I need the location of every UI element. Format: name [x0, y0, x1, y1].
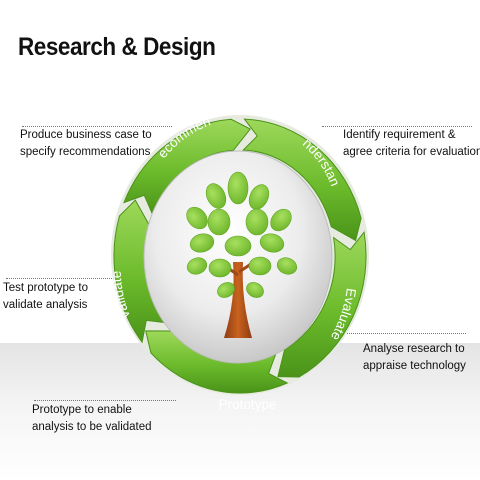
note-understand: Identify requirement & agree criteria fo…: [343, 127, 480, 161]
segment-label-recommend: Recommend: [0, 0, 213, 161]
note-prototype-line-1: Prototype to enable: [32, 404, 132, 416]
connector-prototype: [34, 400, 176, 401]
cycle-segments: [113, 118, 367, 394]
note-evaluate-line-2: appraise technology: [363, 360, 466, 372]
connector-validate: [6, 278, 118, 279]
note-validate: Test prototype to validate analysis: [3, 280, 88, 314]
connector-understand: [322, 126, 472, 127]
note-understand-line-2: agree criteria for evaluation: [343, 146, 480, 158]
page-title: Research & Design: [18, 33, 216, 61]
connector-recommend: [22, 126, 172, 127]
segment-understand: [242, 118, 362, 242]
note-recommend-line-1: Produce business case to: [20, 129, 152, 141]
tree-icon: [186, 171, 298, 338]
note-validate-line-2: validate analysis: [3, 299, 88, 311]
note-recommend: Produce business case to specify recomme…: [20, 127, 152, 161]
note-recommend-line-2: specify recommendations: [20, 146, 151, 158]
center-disc: [143, 150, 333, 364]
connector-evaluate: [334, 333, 466, 334]
note-prototype-line-2: analysis to be validated: [32, 421, 152, 433]
segment-label-prototype: Prototype: [219, 397, 277, 412]
segment-evaluate: [277, 231, 367, 378]
note-evaluate-line-1: Analyse research to: [363, 343, 465, 355]
note-understand-line-1: Identify requirement &: [343, 129, 456, 141]
note-evaluate: Analyse research to appraise technology: [363, 341, 466, 375]
note-prototype: Prototype to enable analysis to be valid…: [32, 402, 152, 436]
note-validate-line-1: Test prototype to: [3, 282, 89, 294]
